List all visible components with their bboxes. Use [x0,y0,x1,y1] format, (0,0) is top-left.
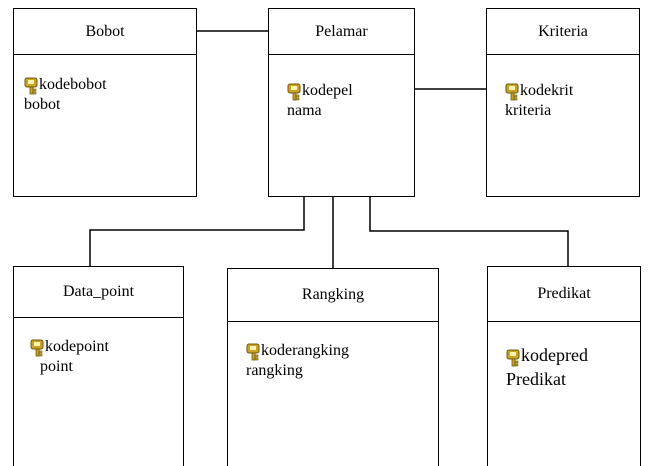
key-attribute: kodebobot [39,76,107,93]
attribute: Predikat [506,369,566,389]
primary-key-icon [24,77,38,95]
primary-key-icon [287,83,301,101]
primary-key-icon [505,83,519,101]
entity-pelamar: Pelamar kodepel nama [268,8,415,197]
entity-title: Rangking [228,269,438,322]
attribute: point [40,358,73,375]
attribute: nama [287,102,322,119]
entity-attributes: kodepoint point [30,337,179,377]
key-attribute: kodepred [521,345,588,365]
entity-title: Predikat [488,267,640,322]
entity-attributes: kodepred Predikat [506,343,636,391]
line-pelamar-datapoint [89,197,305,266]
attribute: bobot [24,96,61,113]
primary-key-icon [246,343,260,361]
entity-title: Data_point [14,267,183,318]
entity-rangking: Rangking koderangking rangking [227,268,439,466]
entity-predikat: Predikat kodepred Predikat [487,266,641,466]
key-attribute: kodepoint [45,338,109,355]
entity-bobot: Bobot kodebobot bobot [13,8,197,197]
entity-attributes: kodekrit kriteria [505,81,635,121]
primary-key-icon [30,339,44,357]
key-attribute: kodepel [302,82,353,99]
entity-title: Bobot [14,9,196,55]
entity-attributes: kodepel nama [287,81,410,121]
attribute: rangking [246,362,303,379]
entity-attributes: koderangking rangking [246,341,434,381]
entity-title: Pelamar [269,9,414,55]
key-attribute: kodekrit [520,82,574,99]
entity-attributes: kodebobot bobot [24,75,192,115]
entity-kriteria: Kriteria kodekrit kriteria [486,8,640,197]
line-pelamar-predikat [369,197,569,266]
entity-data-point: Data_point kodepoint point [13,266,184,466]
key-attribute: koderangking [261,342,349,359]
primary-key-icon [506,349,520,367]
attribute: kriteria [505,102,552,119]
entity-title: Kriteria [487,9,639,55]
